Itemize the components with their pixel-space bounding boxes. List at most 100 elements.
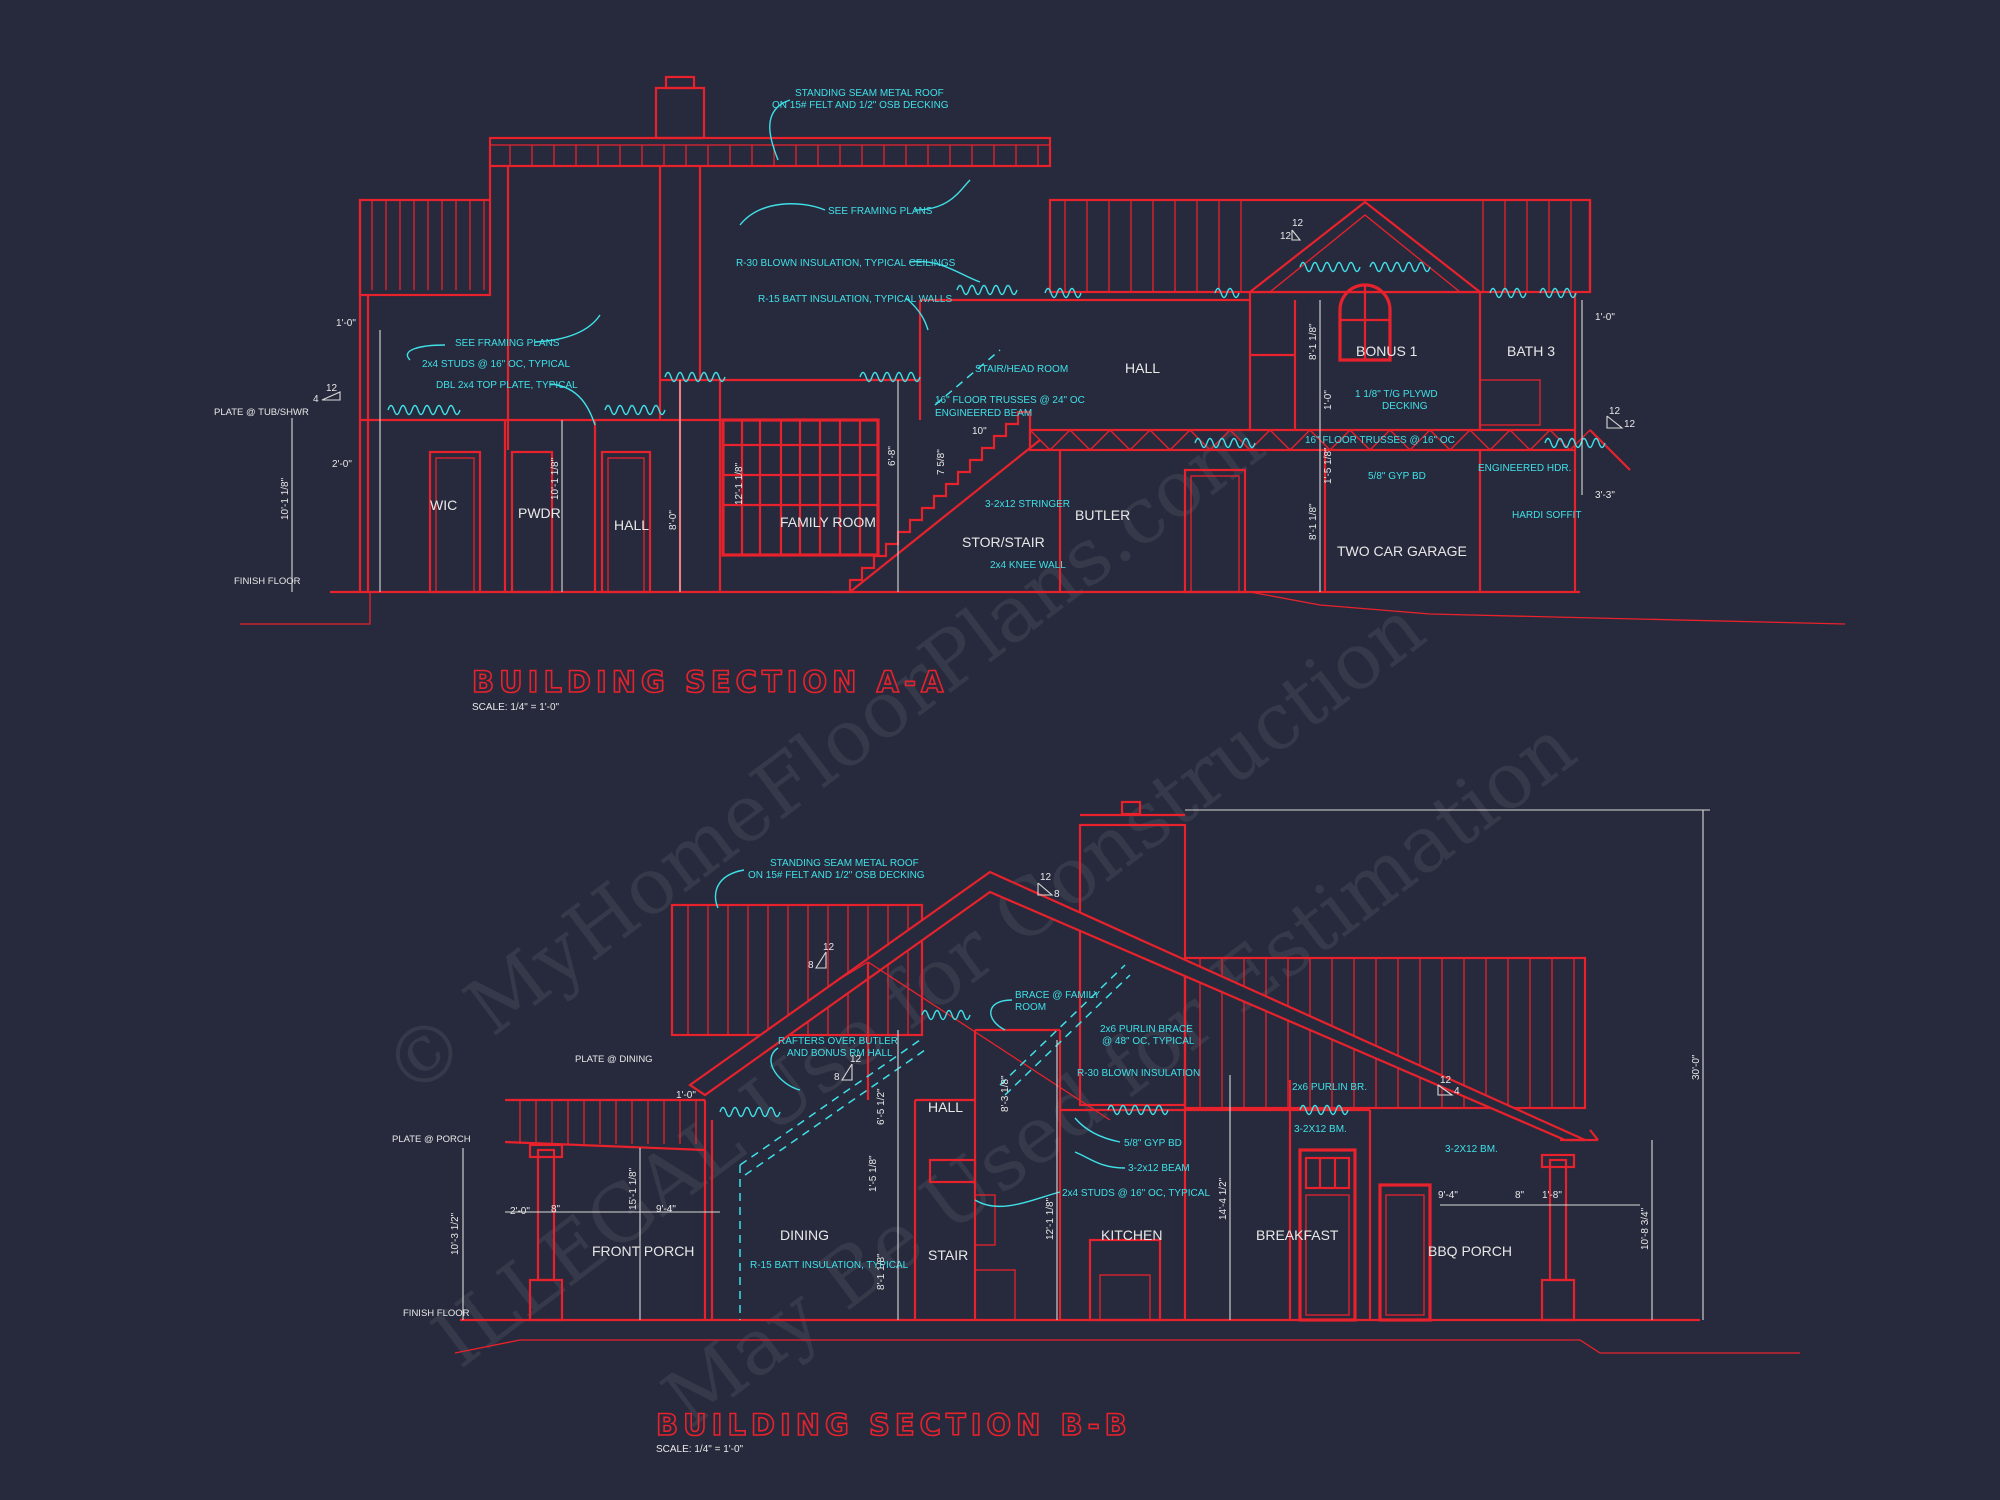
note-roof-2-a: ON 15# FELT AND 1/2" OSB DECKING xyxy=(772,100,949,111)
svg-text:4: 4 xyxy=(1454,1086,1460,1097)
left-roof-seams-b xyxy=(687,905,909,1035)
note-purlin-br-b: 2x6 PURLIN BR. xyxy=(1292,1082,1367,1093)
pitch-symbols-b: 12 8 12 8 12 8 12 4 xyxy=(808,872,1460,1097)
svg-text:12: 12 xyxy=(1292,218,1304,229)
dim-9-a: 10" xyxy=(972,426,987,437)
room-hall-a: HALL xyxy=(614,517,649,533)
notes-a: STANDING SEAM METAL ROOF ON 15# FELT AND… xyxy=(406,88,1581,571)
note-trusses-2-a: 16" FLOOR TRUSSES @ 16" OC xyxy=(1305,435,1455,446)
scale-section-b: SCALE: 1/4" = 1'-0" xyxy=(656,1444,744,1455)
svg-text:8: 8 xyxy=(834,1072,840,1083)
note-gyp-a: 5/8" GYP BD xyxy=(1368,471,1426,482)
svg-text:4: 4 xyxy=(313,394,319,405)
room-family-a: FAMILY ROOM xyxy=(780,514,876,530)
right-roof-seams-b xyxy=(1199,958,1575,1108)
label-plate-a: PLATE @ TUB/SHWR xyxy=(214,407,309,418)
note-top-plate-a: DBL 2x4 TOP PLATE, TYPICAL xyxy=(436,380,578,391)
note-brace-2-b: ROOM xyxy=(1015,1002,1046,1013)
dim-12-b: 14'-4 1/2" xyxy=(1218,1177,1229,1220)
fireplace-b xyxy=(1088,1238,1162,1322)
room-bonus-a: BONUS 1 xyxy=(1356,343,1418,359)
room-bath-a: BATH 3 xyxy=(1507,343,1555,359)
dim-5-b: 15'-1 1/8" xyxy=(628,1167,639,1210)
note-beam-3-b: 3-2x12 BEAM xyxy=(1128,1163,1190,1174)
svg-text:12: 12 xyxy=(1040,872,1052,883)
pwdr-door-a xyxy=(510,450,554,594)
note-studs-b: 2x4 STUDS @ 16" OC, TYPICAL xyxy=(1062,1188,1210,1199)
svg-text:12: 12 xyxy=(1624,419,1636,430)
section-b-b: STANDING SEAM METAL ROOF ON 15# FELT AND… xyxy=(392,800,1800,1455)
dim-12-a: 1'-5 1/8" xyxy=(1323,447,1334,484)
insulation-b xyxy=(719,1009,1349,1118)
dim-7-a: 6'-8" xyxy=(887,446,898,466)
label-plate-porch-b: PLATE @ PORCH xyxy=(392,1134,471,1145)
dim-13-a: 8'-1 1/8" xyxy=(1308,503,1319,540)
svg-text:12: 12 xyxy=(1280,231,1292,242)
note-framing-1-a: SEE FRAMING PLANS xyxy=(828,206,933,217)
room-hall-upper-a: HALL xyxy=(1125,360,1160,376)
dim-10-a: 8'-1 1/8" xyxy=(1308,323,1319,360)
note-purlin-2-b: @ 48" OC, TYPICAL xyxy=(1102,1036,1195,1047)
svg-text:8: 8 xyxy=(1054,889,1060,900)
rooms-b: FRONT PORCH DINING HALL STAIR KITCHEN BR… xyxy=(592,1099,1512,1263)
dim-15-b: 1'-8" xyxy=(1542,1190,1562,1201)
note-brace-1-b: BRACE @ FAMILY xyxy=(1015,990,1100,1001)
dim-17-b: 30'-0" xyxy=(1691,1054,1702,1080)
notes-b: STANDING SEAM METAL ROOF ON 15# FELT AND… xyxy=(714,858,1498,1271)
dim-7-b: 6'-5 1/2" xyxy=(876,1088,887,1125)
svg-text:8: 8 xyxy=(808,960,814,971)
note-trusses-1-a: 16" FLOOR TRUSSES @ 24" OC xyxy=(935,395,1085,406)
svg-text:12: 12 xyxy=(823,942,835,953)
note-purlin-1-b: 2x6 PURLIN BRACE xyxy=(1100,1024,1193,1035)
room-pwdr-a: PWDR xyxy=(518,505,561,521)
note-eng-beam-a: ENGINEERED BEAM xyxy=(935,408,1032,419)
note-rafters-1-b: RAFTERS OVER BUTLER xyxy=(778,1036,898,1047)
note-plywood-2-a: DECKING xyxy=(1382,401,1428,412)
svg-text:12: 12 xyxy=(1440,1075,1452,1086)
porch-columns-b xyxy=(528,1143,1576,1322)
dim-2-a: 2'-0" xyxy=(332,459,352,470)
dim-14-b: 8" xyxy=(1515,1190,1525,1201)
family-room-windows-a xyxy=(721,418,880,557)
note-insul-batt-b: R-15 BATT INSULATION, TYPICAL xyxy=(750,1260,909,1271)
note-roof-1-a: STANDING SEAM METAL ROOF xyxy=(795,88,944,99)
right-seam-roof-b xyxy=(1183,956,1587,1110)
dim-8-a: 7 5/8" xyxy=(936,449,947,475)
dim-11-b: 12'-1 1/8" xyxy=(1045,1197,1056,1240)
room-garage-a: TWO CAR GARAGE xyxy=(1337,543,1467,559)
room-stor-stair-a: STOR/STAIR xyxy=(962,534,1045,550)
dim-8-b: 1'-5 1/8" xyxy=(868,1155,879,1192)
wic-door-a xyxy=(428,450,482,594)
note-roof-2-b: ON 15# FELT AND 1/2" OSB DECKING xyxy=(748,870,925,881)
dim-6-a: 12'-1 1/8" xyxy=(734,462,745,505)
stair-b xyxy=(928,1158,977,1184)
note-roof-1-b: STANDING SEAM METAL ROOF xyxy=(770,858,919,869)
note-insul-wall-a: R-15 BATT INSULATION, TYPICAL WALLS xyxy=(758,294,952,305)
dim-10-b: 8'-3 1/8" xyxy=(1000,1075,1011,1112)
note-beam-1-b: 3-2X12 BM. xyxy=(1294,1124,1347,1135)
room-breakfast-b: BREAKFAST xyxy=(1256,1227,1339,1243)
dim-3-b: 8" xyxy=(551,1204,561,1215)
bath-vanity-a xyxy=(1479,379,1541,426)
note-gyp-b: 5/8" GYP BD xyxy=(1124,1138,1182,1149)
title-section-b: BUILDING SECTION B-B xyxy=(656,1408,1132,1442)
pitch-symbols-a: 12 4 12 12 12 12 xyxy=(313,218,1636,430)
brace-family-b xyxy=(999,964,1126,1086)
stair-a xyxy=(830,349,1041,594)
dim-15-a: 3'-3" xyxy=(1595,490,1615,501)
label-finish-floor-b: FINISH FLOOR xyxy=(403,1308,470,1319)
note-framing-2-a: SEE FRAMING PLANS xyxy=(455,338,560,349)
note-insul-ceil-a: R-30 BLOWN INSULATION, TYPICAL CEILINGS xyxy=(736,258,956,269)
label-plate-dining-b: PLATE @ DINING xyxy=(575,1054,653,1065)
grade-line-b xyxy=(454,1339,1800,1354)
dim-9-b: 8'-1 1/8" xyxy=(876,1253,887,1290)
note-studs-a: 2x4 STUDS @ 16" OC, TYPICAL xyxy=(422,359,570,370)
bonus-window-a xyxy=(1338,283,1392,362)
scale-section-a: SCALE: 1/4" = 1'-0" xyxy=(472,702,560,713)
note-stringer-a: 3-2x12 STRINGER xyxy=(985,499,1070,510)
dim-4-a: 10'-1 1/8" xyxy=(550,457,561,500)
svg-text:12: 12 xyxy=(1609,406,1621,417)
dim-14-a: 1'-0" xyxy=(1595,312,1615,323)
right-roof-seams-a xyxy=(1064,200,1572,292)
